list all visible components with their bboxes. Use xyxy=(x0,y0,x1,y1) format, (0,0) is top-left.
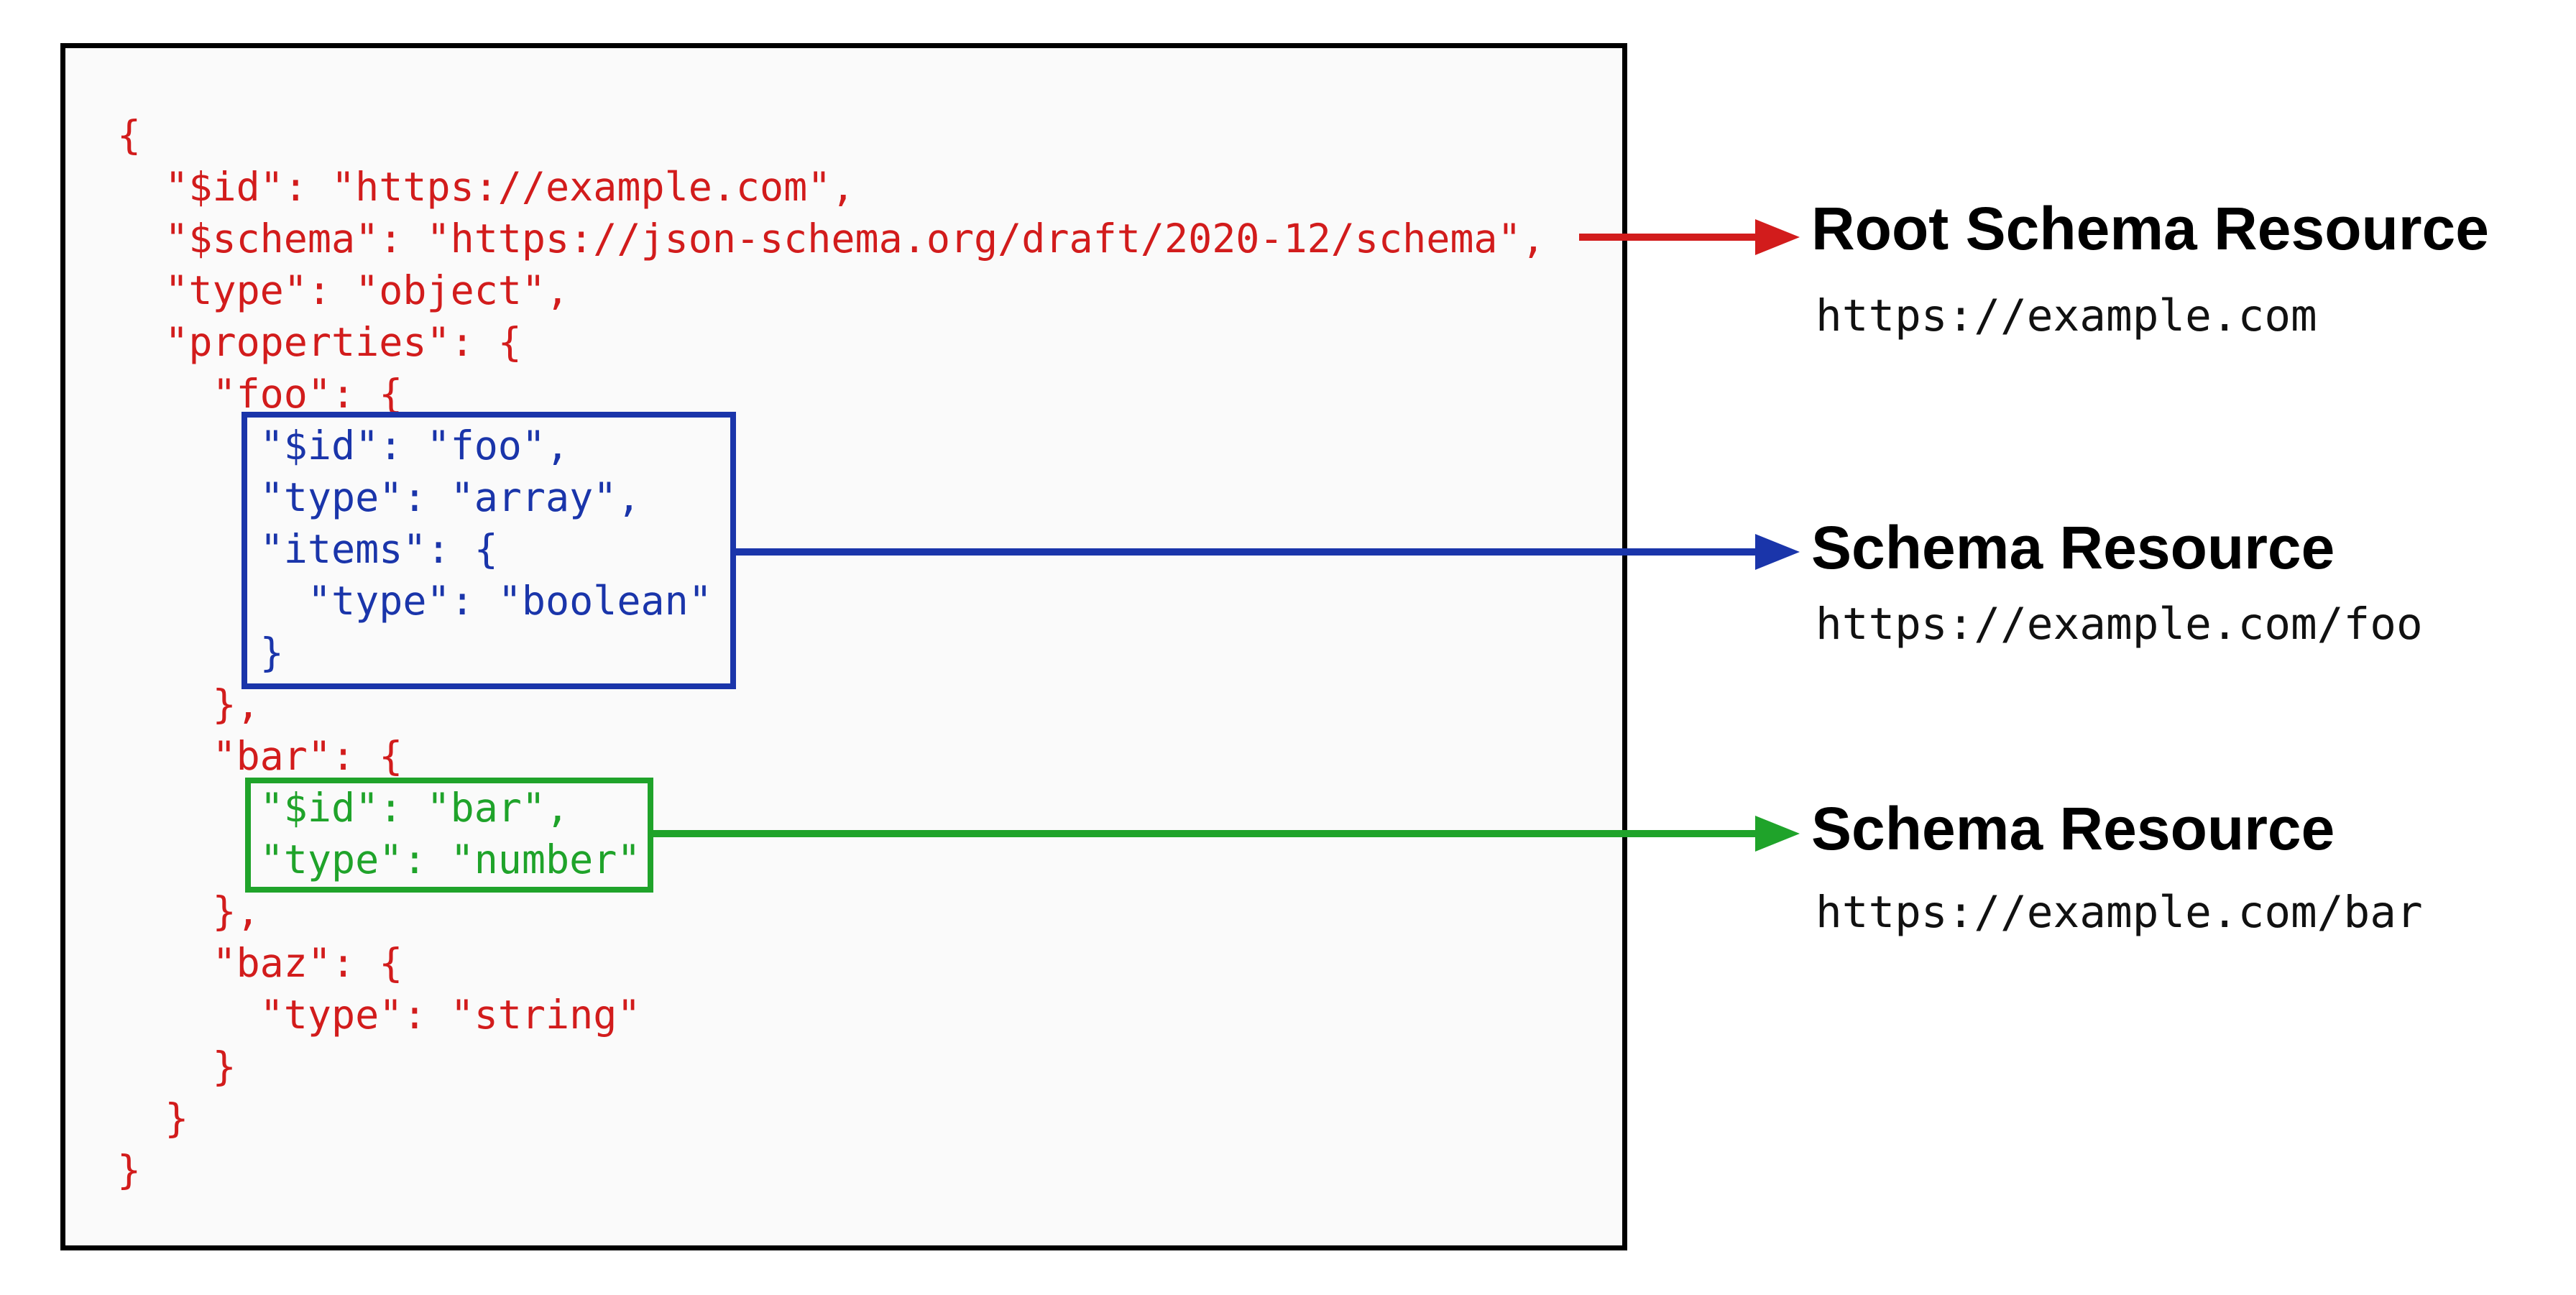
annotation-title-foo-schema-resource: Schema Resource xyxy=(1811,514,2335,581)
bar-schema-resource-box xyxy=(245,778,653,893)
foo-schema-arrow-head-icon xyxy=(1755,534,1800,570)
code-line: "type": "object", xyxy=(117,267,570,313)
code-line: "type": "string" xyxy=(117,992,641,1038)
code-line: "foo": { xyxy=(117,371,403,417)
code-line: "type": "boolean" xyxy=(117,578,712,624)
code-panel xyxy=(60,43,1627,1250)
annotation-title-root-schema-resource: Root Schema Resource xyxy=(1811,195,2489,262)
code-line: } xyxy=(117,1147,142,1193)
code-line: "$id": "bar", xyxy=(117,785,570,831)
annotation-url-root-schema-resource: https://example.com xyxy=(1816,290,2317,341)
code-line: "items": { xyxy=(117,526,498,572)
annotation-url-bar-schema-resource: https://example.com/bar xyxy=(1816,887,2423,938)
code-line: "baz": { xyxy=(117,940,403,986)
code-line: } xyxy=(117,630,284,676)
code-line: "properties": { xyxy=(117,319,522,365)
code-line: "type": "number" xyxy=(117,837,641,882)
foo-schema-resource-box xyxy=(242,412,736,689)
code-line: }, xyxy=(117,888,260,934)
json-code-block: { "$id": "https://example.com", "$schema… xyxy=(117,109,1545,1196)
bar-schema-arrow-line xyxy=(650,830,1758,837)
root-schema-arrow-head-icon xyxy=(1755,219,1800,255)
foo-schema-arrow-line xyxy=(733,548,1758,556)
code-line: "$id": "foo", xyxy=(117,423,570,469)
annotation-title-bar-schema-resource: Schema Resource xyxy=(1811,795,2335,862)
code-line: "$id": "https://example.com", xyxy=(117,164,855,210)
code-line: { xyxy=(117,112,142,158)
code-line: "type": "array", xyxy=(117,474,641,520)
code-line: "bar": { xyxy=(117,733,403,779)
annotation-url-foo-schema-resource: https://example.com/foo xyxy=(1816,599,2423,650)
code-line: "$schema": "https://json-schema.org/draf… xyxy=(117,216,1545,262)
bar-schema-arrow-head-icon xyxy=(1755,816,1800,852)
code-line: } xyxy=(117,1095,189,1141)
code-line: } xyxy=(117,1043,236,1089)
root-schema-arrow-line xyxy=(1579,234,1758,241)
